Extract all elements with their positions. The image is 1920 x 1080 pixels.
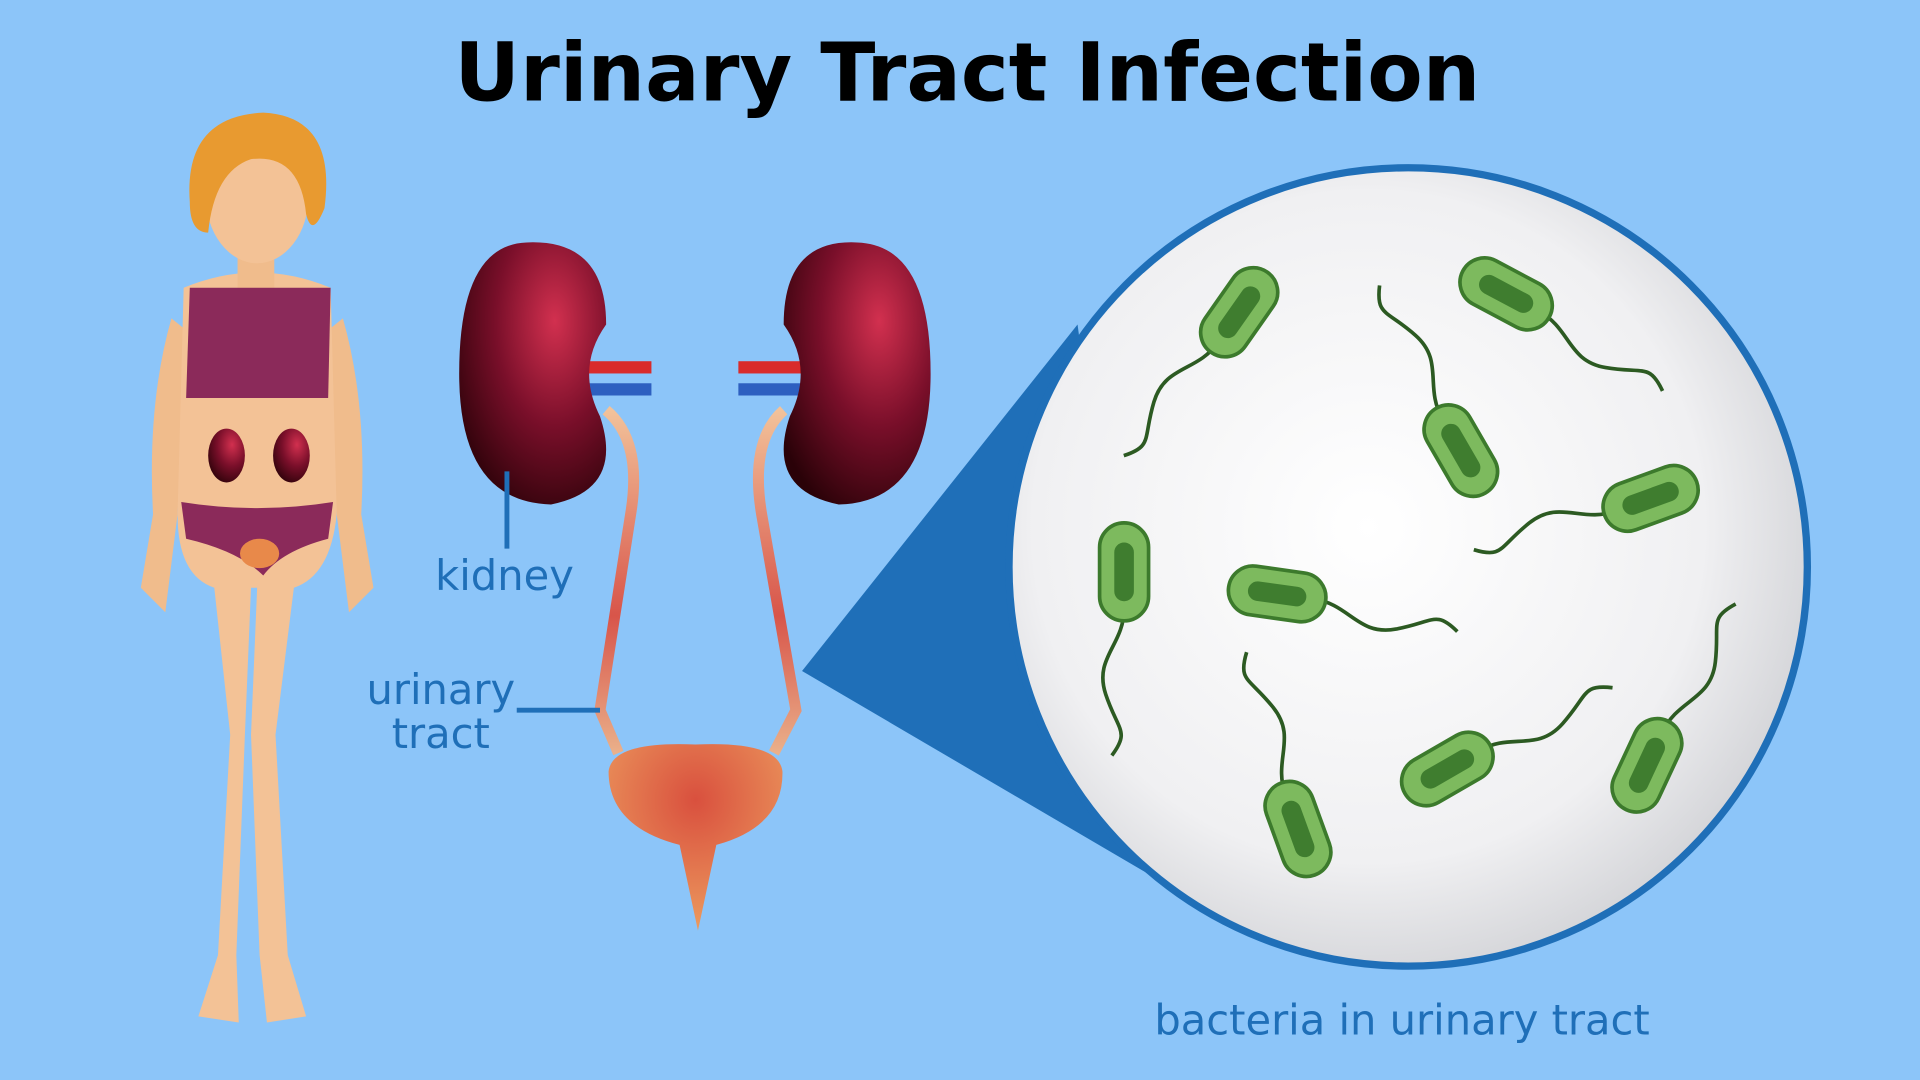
kidney-label: kidney [435, 551, 574, 600]
right-kidney [783, 242, 931, 505]
bottom-clothing [181, 502, 334, 576]
bladder [608, 744, 783, 931]
left-kidney [459, 242, 607, 505]
woman-figure [140, 112, 374, 1023]
top-clothing [186, 287, 331, 398]
bacteria-label: bacteria in urinary tract [1154, 996, 1649, 1045]
urinary-tract-label-2: tract [392, 709, 490, 758]
urinary-system [459, 242, 931, 931]
page-title: Urinary Tract Infection [454, 26, 1480, 120]
urinary-tract-label-1: urinary [366, 665, 515, 714]
